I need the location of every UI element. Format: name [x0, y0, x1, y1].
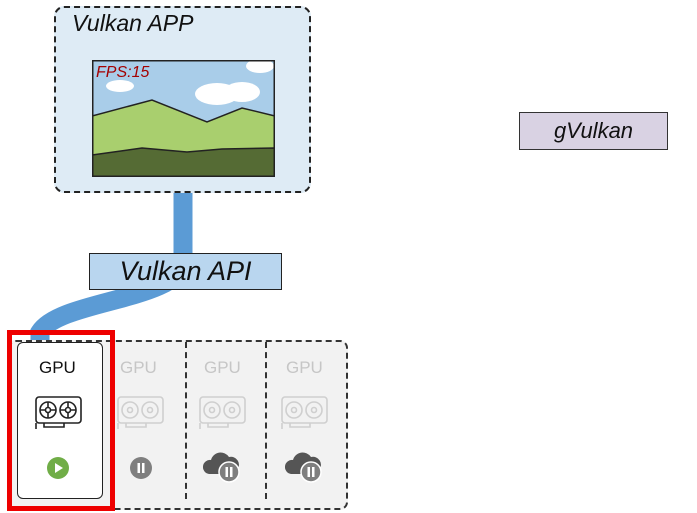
vulkan-app-title: Vulkan APP [72, 10, 194, 36]
pause-icon [130, 457, 152, 479]
fps-counter: FPS:15 [96, 64, 150, 81]
active-gpu-highlight [7, 330, 115, 511]
gvulkan-box [519, 112, 668, 150]
gpu-label: GPU [120, 358, 157, 377]
cloud-pause-icon [203, 452, 240, 483]
gpu-label: GPU [286, 358, 323, 377]
vulkan-api-box [89, 253, 282, 290]
graphics-card-icon [35, 396, 82, 429]
cloud-pause-icon [285, 452, 322, 483]
vulkan-api-label: Vulkan API [119, 256, 252, 286]
gpu-divider [185, 342, 187, 499]
gvulkan-label: gVulkan [553, 118, 634, 143]
graphics-card-icon [117, 396, 164, 429]
play-icon [47, 457, 69, 479]
gpu-divider [265, 342, 267, 499]
graphics-card-icon [199, 396, 246, 429]
gpu-label: GPU [39, 358, 76, 377]
gpu-label: GPU [204, 358, 241, 377]
landscape-icon [92, 60, 275, 177]
graphics-card-icon [281, 396, 328, 429]
